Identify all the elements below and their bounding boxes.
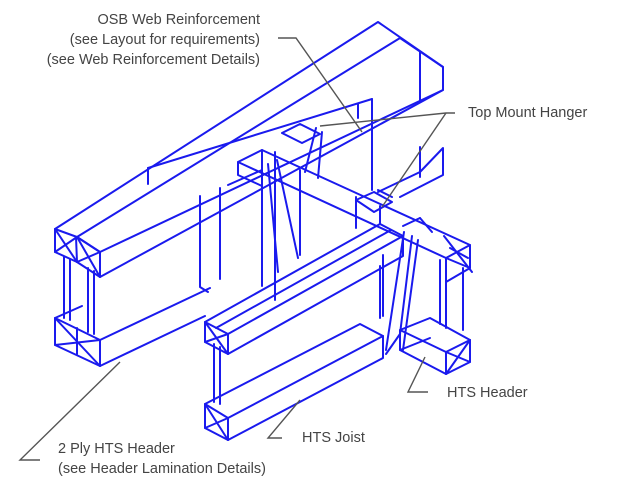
front-header-top-flange	[204, 223, 404, 355]
callout-hts-header: HTS Header	[447, 385, 528, 401]
top-mount-hangers	[281, 123, 433, 233]
framing-linework	[54, 21, 473, 441]
callout-osb-web-reinforcement: OSB Web Reinforcement (see Layout for re…	[47, 10, 260, 70]
back-header-web	[63, 98, 373, 335]
joist-right-bottom-flange	[399, 317, 471, 375]
callout-osb-line-1: OSB Web Reinforcement	[97, 12, 260, 28]
leader-hanger-2	[381, 112, 447, 208]
callout-osb-line-3: (see Web Reinforcement Details)	[46, 52, 260, 68]
leader-hts-header	[406, 356, 428, 393]
leader-2ply-header	[18, 361, 121, 461]
back-header-bottom-flange	[54, 146, 444, 367]
front-header-web	[213, 254, 384, 405]
leader-lines	[18, 37, 455, 461]
callout-hts-joist: HTS Joist	[302, 430, 365, 446]
leader-hanger-1	[319, 112, 455, 127]
callout-osb-line-2: (see Layout for requirements)	[69, 32, 260, 48]
callout-2ply-line-1: 2 Ply HTS Header	[58, 441, 175, 457]
back-header-top-flange	[54, 21, 444, 278]
front-header-bottom-flange	[204, 323, 384, 441]
callout-2ply-line-2: (see Header Lamination Details)	[58, 461, 266, 477]
callout-top-mount-hanger: Top Mount Hanger	[468, 105, 588, 121]
leader-osb	[278, 37, 363, 133]
callout-2-ply-hts-header: 2 Ply HTS Header (see Header Lamination …	[58, 439, 266, 479]
leader-hts-joist	[266, 399, 301, 439]
